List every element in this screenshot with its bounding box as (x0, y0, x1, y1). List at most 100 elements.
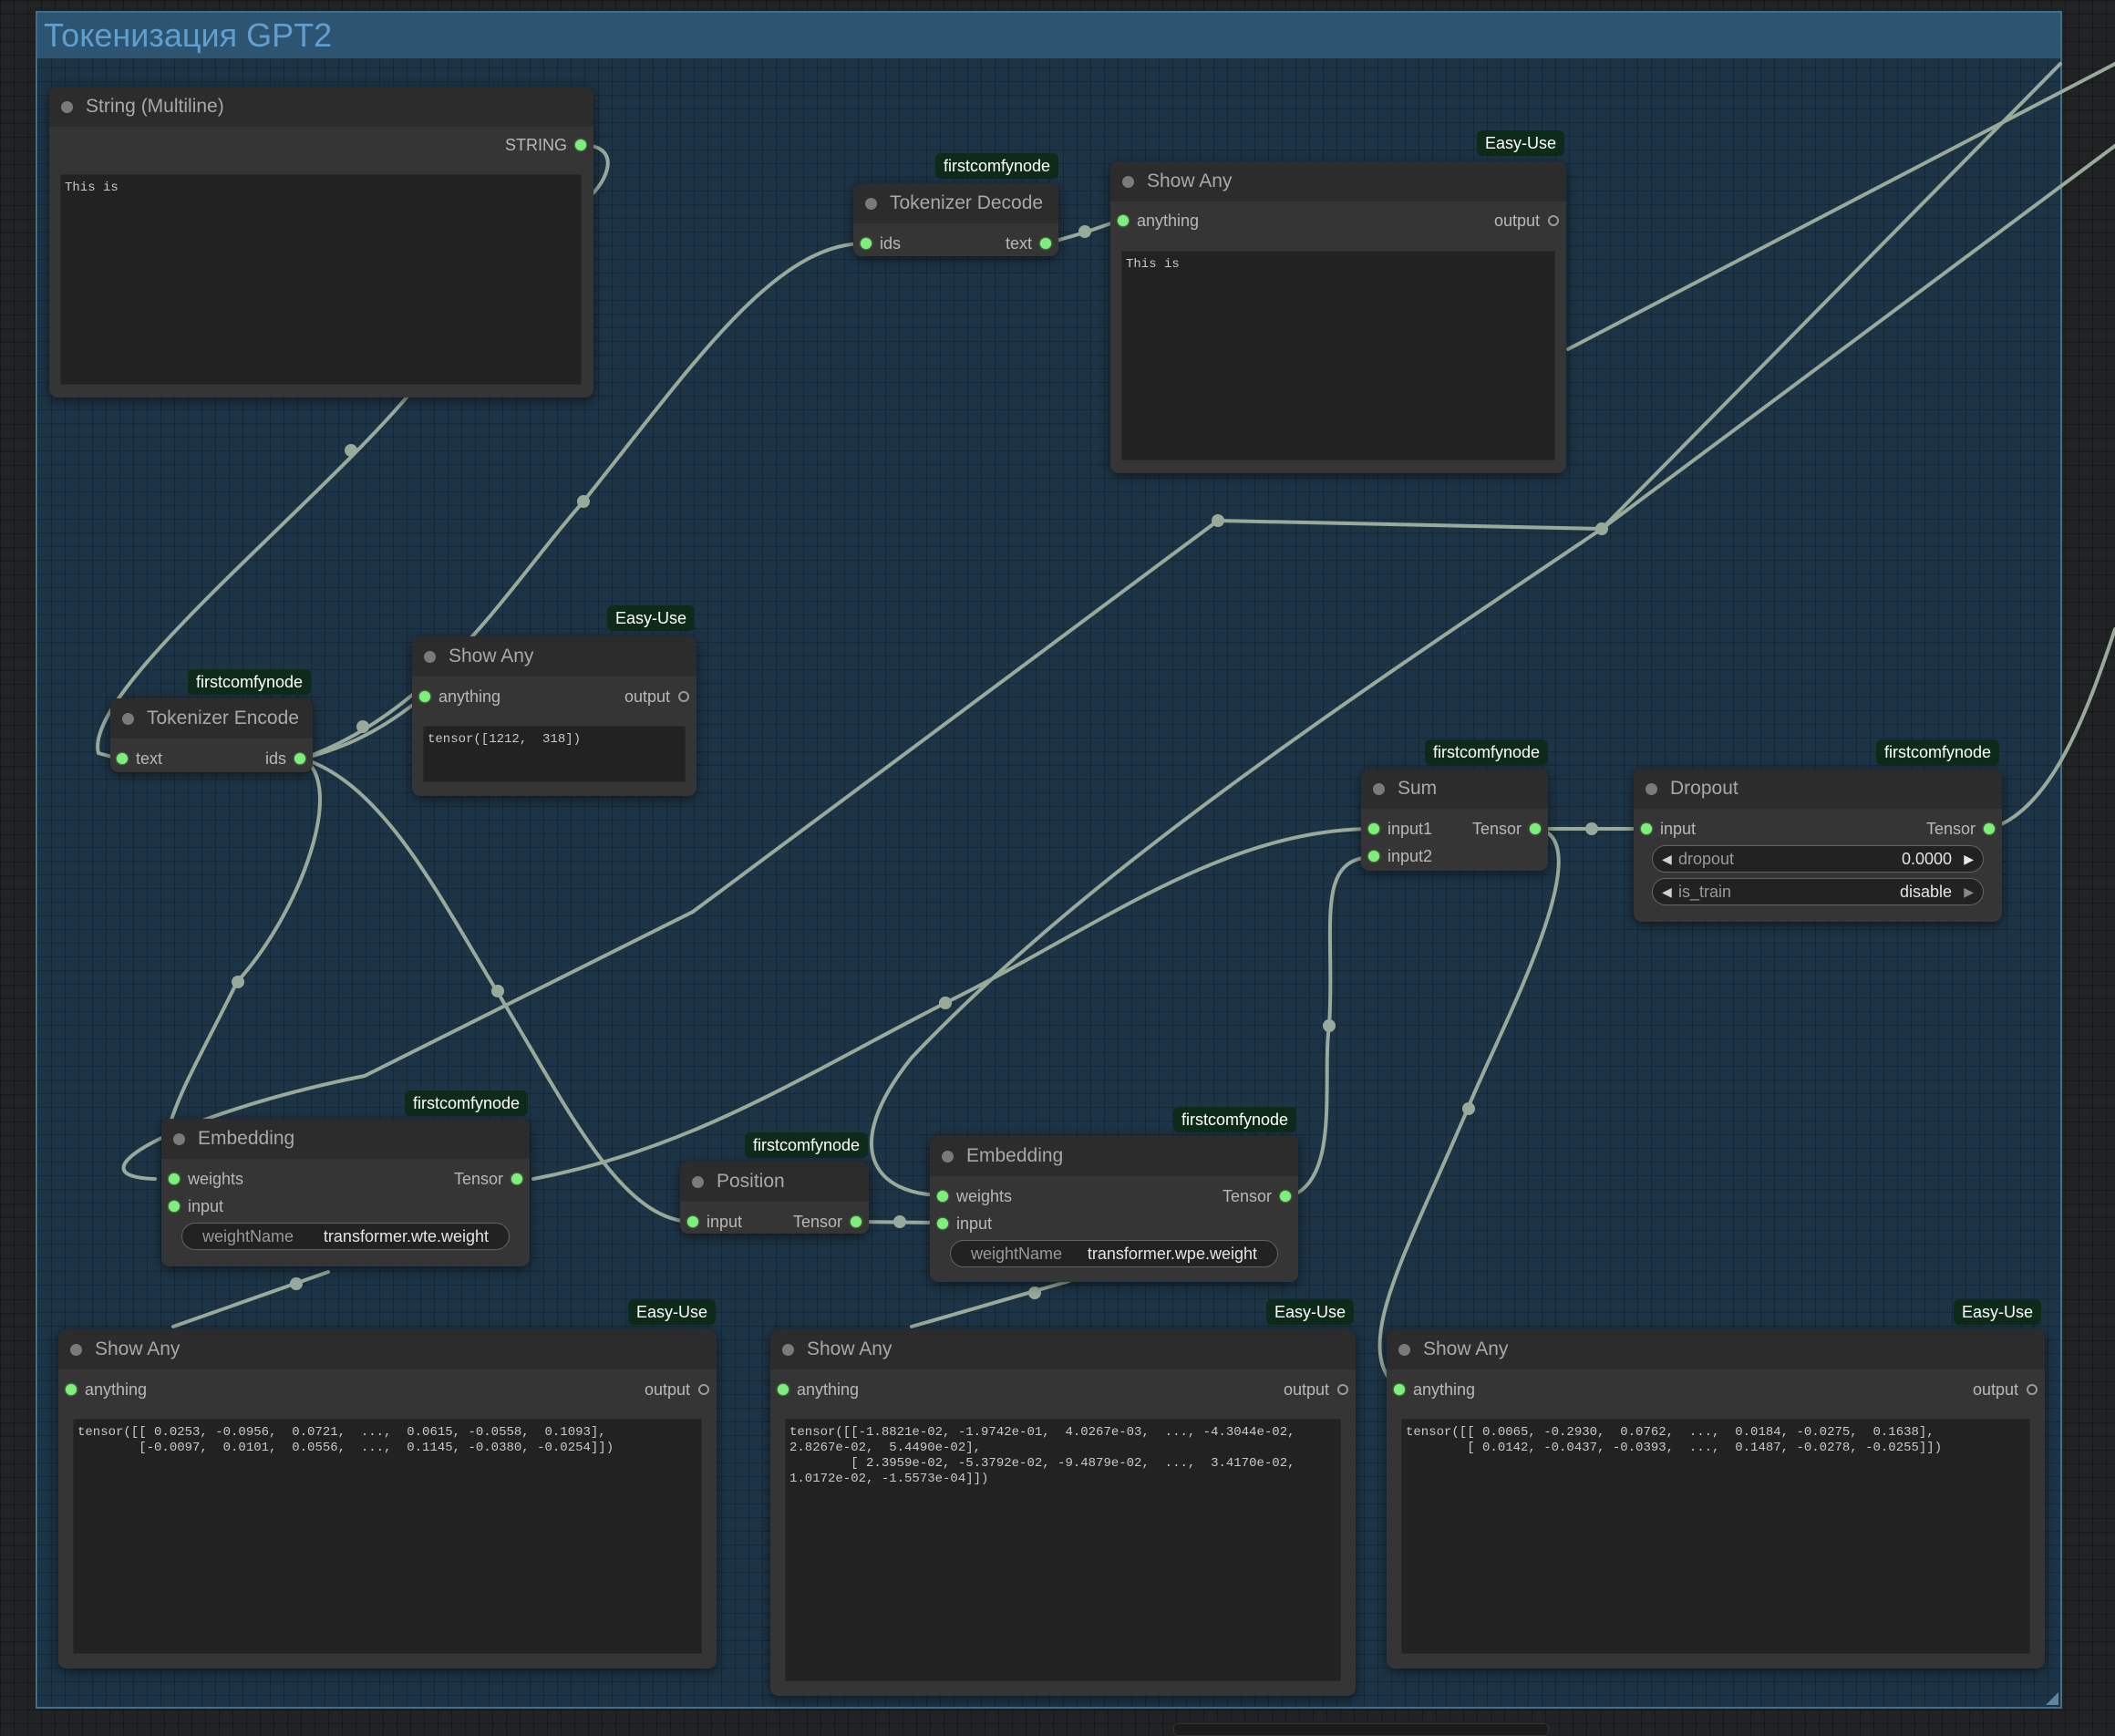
node-show-any-sum[interactable]: Show Any anything output tensor([[ 0.006… (1387, 1329, 2045, 1669)
slot-pin-icon[interactable] (778, 1384, 789, 1395)
increment-arrow-icon[interactable]: ▶ (1964, 852, 1974, 866)
slot-pin-icon[interactable] (419, 691, 430, 702)
node-show-any-wpe[interactable]: Show Any anything output tensor([[-1.882… (770, 1329, 1356, 1696)
output-tensor[interactable]: Tensor (1926, 818, 1996, 840)
group-resize-handle[interactable] (2046, 1692, 2058, 1705)
slot-pin-icon[interactable] (687, 1216, 698, 1227)
node-title[interactable]: Sum (1361, 769, 1548, 809)
slot-pin-icon[interactable] (2027, 1384, 2038, 1395)
slot-pin-icon[interactable] (937, 1218, 948, 1229)
input-input2[interactable]: input2 (1367, 845, 1432, 867)
input-text[interactable]: text (115, 748, 162, 770)
slot-pin-icon[interactable] (1118, 215, 1129, 226)
previous-arrow-icon[interactable]: ◀ (1662, 884, 1672, 899)
node-title[interactable]: Show Any (412, 636, 696, 677)
node-title[interactable]: Show Any (58, 1329, 717, 1369)
slot-pin-icon[interactable] (511, 1173, 522, 1184)
output-output[interactable]: output (1284, 1379, 1350, 1400)
collapse-dot[interactable] (61, 101, 73, 113)
node-title[interactable]: Show Any (1110, 161, 1566, 202)
slot-pin-icon[interactable] (937, 1191, 948, 1202)
slot-pin-icon[interactable] (294, 753, 305, 764)
output-text[interactable]: text (1006, 232, 1053, 254)
output-output[interactable]: output (1973, 1379, 2039, 1400)
input-input[interactable]: input (935, 1213, 992, 1235)
slot-pin-icon[interactable] (678, 691, 689, 702)
slot-pin-icon[interactable] (861, 238, 872, 249)
collapse-dot[interactable] (1646, 783, 1657, 795)
slot-pin-icon[interactable] (1368, 851, 1379, 862)
show-any-textarea[interactable]: tensor([1212, 318]) (423, 726, 686, 782)
input-ids[interactable]: ids (859, 232, 901, 254)
weight-name-widget[interactable]: weightName transformer.wpe.weight (950, 1240, 1278, 1267)
node-title[interactable]: Dropout (1634, 769, 2002, 809)
collapse-dot[interactable] (424, 651, 436, 663)
next-arrow-icon[interactable]: ▶ (1964, 884, 1974, 899)
node-title[interactable]: Embedding (161, 1119, 530, 1159)
node-title[interactable]: Embedding (930, 1136, 1298, 1176)
slot-pin-icon[interactable] (66, 1384, 77, 1395)
slot-pin-icon[interactable] (1984, 823, 1995, 834)
collapse-dot[interactable] (1373, 783, 1385, 795)
node-tokenizer-decode[interactable]: Tokenizer Decode ids text (853, 183, 1058, 256)
string-textarea[interactable]: This is (60, 174, 582, 385)
input-input[interactable]: input (167, 1195, 223, 1217)
output-output[interactable]: output (645, 1379, 711, 1400)
node-dropout[interactable]: Dropout input Tensor ◀ dropout 0.0000 ▶ … (1634, 769, 2002, 922)
show-any-textarea[interactable]: tensor([[ 0.0065, -0.2930, 0.0762, ..., … (1401, 1419, 2030, 1654)
node-show-any-wte[interactable]: Show Any anything output tensor([[ 0.025… (58, 1329, 717, 1669)
node-title[interactable]: Show Any (770, 1329, 1356, 1369)
input-weights[interactable]: weights (935, 1185, 1012, 1207)
collapse-dot[interactable] (942, 1151, 954, 1162)
output-tensor[interactable]: Tensor (454, 1168, 524, 1190)
show-any-textarea[interactable]: tensor([[-1.8821e-02, -1.9742e-01, 4.026… (785, 1419, 1341, 1681)
collapse-dot[interactable] (782, 1344, 794, 1356)
output-output[interactable]: output (1494, 210, 1561, 232)
input-anything[interactable]: anything (1392, 1379, 1475, 1400)
output-tensor[interactable]: Tensor (1223, 1185, 1293, 1207)
node-title[interactable]: Tokenizer Encode (110, 698, 313, 739)
collapse-dot[interactable] (122, 713, 134, 725)
collapse-dot[interactable] (865, 198, 877, 210)
slot-pin-icon[interactable] (169, 1201, 180, 1212)
output-string[interactable]: STRING (505, 134, 588, 156)
input-anything[interactable]: anything (1116, 210, 1199, 232)
node-string-multiline[interactable]: String (Multiline) STRING This is (49, 87, 593, 398)
node-tokenizer-encode[interactable]: Tokenizer Encode text ids (110, 698, 313, 772)
output-tensor[interactable]: Tensor (793, 1211, 863, 1233)
group-header[interactable]: Токенизация GPT2 (37, 13, 2060, 58)
node-title[interactable]: Position (680, 1162, 869, 1202)
slot-pin-icon[interactable] (575, 140, 586, 150)
dropout-number-widget[interactable]: ◀ dropout 0.0000 ▶ (1652, 845, 1984, 873)
output-tensor[interactable]: Tensor (1472, 818, 1542, 840)
input-anything[interactable]: anything (776, 1379, 859, 1400)
slot-pin-icon[interactable] (1368, 823, 1379, 834)
slot-pin-icon[interactable] (1548, 215, 1559, 226)
collapse-dot[interactable] (692, 1176, 704, 1188)
slot-pin-icon[interactable] (698, 1384, 709, 1395)
slot-pin-icon[interactable] (1641, 823, 1652, 834)
collapse-dot[interactable] (1122, 176, 1134, 188)
weight-name-widget[interactable]: weightName transformer.wte.weight (181, 1223, 510, 1250)
input-anything[interactable]: anything (64, 1379, 147, 1400)
slot-pin-icon[interactable] (1530, 823, 1541, 834)
output-output[interactable]: output (624, 686, 691, 708)
collapse-dot[interactable] (70, 1344, 82, 1356)
slot-pin-icon[interactable] (169, 1173, 180, 1184)
node-title[interactable]: Show Any (1387, 1329, 2045, 1369)
node-embedding-wpe[interactable]: Embedding weights Tensor input weightNam… (930, 1136, 1298, 1282)
node-show-any-ids[interactable]: Show Any anything output tensor([1212, 3… (412, 636, 696, 796)
slot-pin-icon[interactable] (1040, 238, 1051, 249)
input-weights[interactable]: weights (167, 1168, 243, 1190)
node-title[interactable]: Tokenizer Decode (853, 183, 1058, 223)
slot-pin-icon[interactable] (1280, 1191, 1291, 1202)
node-embedding-wte[interactable]: Embedding weights Tensor input weightNam… (161, 1119, 530, 1266)
show-any-textarea[interactable]: This is (1121, 251, 1555, 460)
slot-pin-icon[interactable] (851, 1216, 861, 1227)
slot-pin-icon[interactable] (1337, 1384, 1348, 1395)
node-title[interactable]: String (Multiline) (49, 87, 593, 127)
is-train-combo-widget[interactable]: ◀ is_train disable ▶ (1652, 878, 1984, 905)
node-position[interactable]: Position input Tensor (680, 1162, 869, 1234)
collapse-dot[interactable] (173, 1133, 185, 1145)
node-show-any-top[interactable]: Show Any anything output This is (1110, 161, 1566, 473)
